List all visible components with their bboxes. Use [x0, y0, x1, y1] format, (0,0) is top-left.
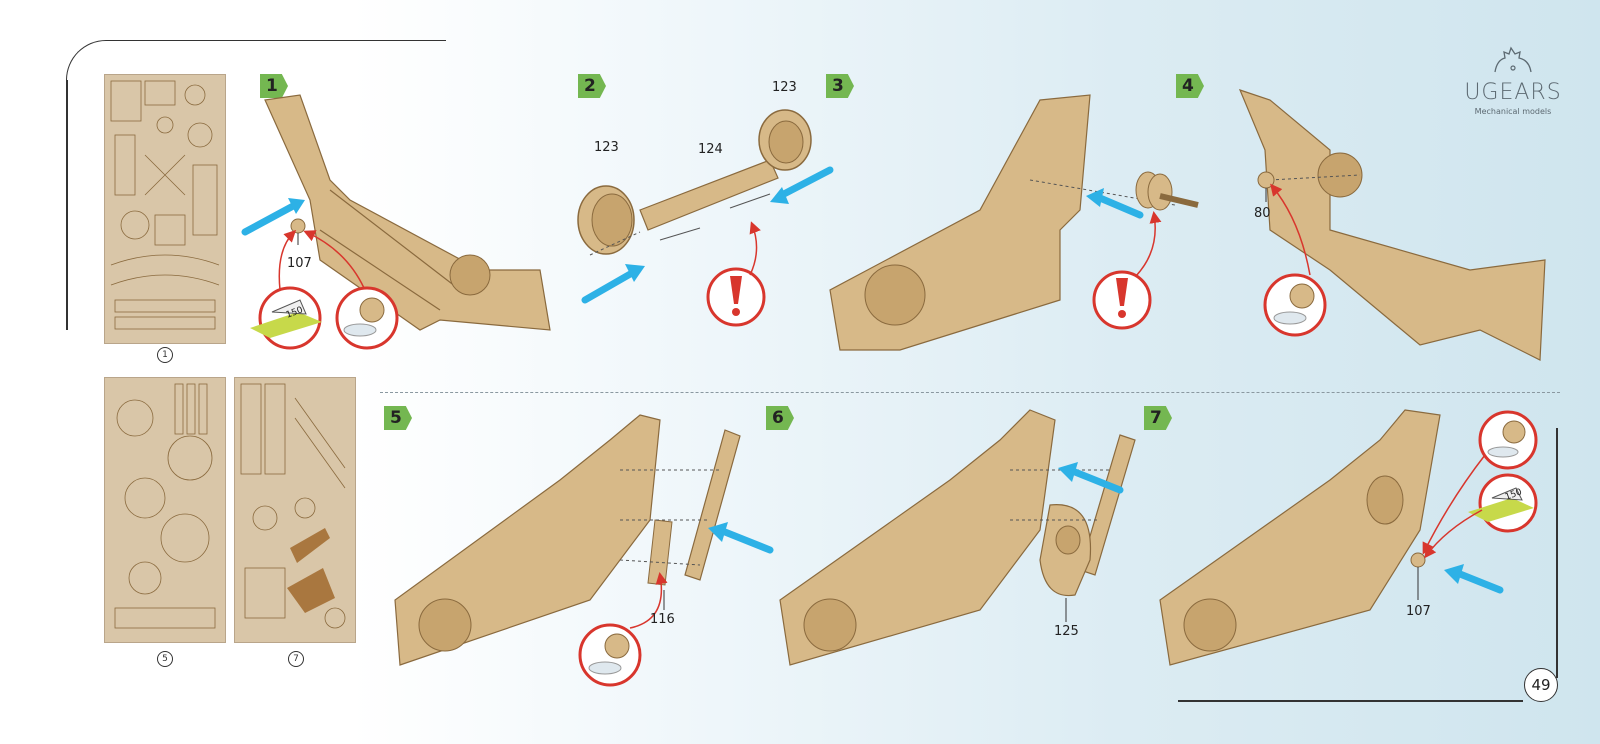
sheet-number-5: 5: [157, 651, 173, 667]
sheet-pattern: [240, 383, 346, 629]
step-badge-3: 3: [826, 74, 854, 98]
frame-bottom-line: [1178, 700, 1523, 702]
part-label-step2-123-right: 123: [772, 80, 797, 95]
section-divider: [380, 392, 1560, 393]
step-7-illustration: [1159, 409, 1538, 666]
step-6-illustration: [779, 409, 1136, 666]
step-5-illustration: [394, 414, 774, 687]
brand-name: UGEARS: [1464, 80, 1562, 105]
step-2-illustration: [577, 109, 834, 327]
step-4-illustration: [1238, 89, 1546, 361]
parts-sheet-7: [234, 377, 356, 643]
frame-left-line: [66, 80, 68, 330]
step-badge-7: 7: [1144, 406, 1172, 430]
step-badge-5: 5: [384, 406, 412, 430]
sheet-pattern: [114, 383, 216, 629]
sheet-pattern: [110, 80, 220, 330]
page-number: 49: [1524, 668, 1558, 702]
gear-outline-icon: [1494, 46, 1532, 73]
brand-logo: UGEARS Mechanical models: [1448, 46, 1578, 116]
frame-top-line: [106, 40, 446, 41]
parts-sheet-5: [104, 377, 226, 643]
sheet-number-1: 1: [157, 347, 173, 363]
sheet-number-7: 7: [288, 651, 304, 667]
step-badge-4: 4: [1176, 74, 1204, 98]
part-label-step1-107: 107: [287, 256, 312, 271]
part-label-step5-116: 116: [650, 612, 675, 627]
part-label-step2-123-left: 123: [594, 140, 619, 155]
part-label-step6-125: 125: [1054, 624, 1079, 639]
step-badge-2: 2: [578, 74, 606, 98]
step-badge-6: 6: [766, 406, 794, 430]
parts-sheet-1: [104, 74, 226, 344]
step-badge-1: 1: [260, 74, 288, 98]
part-label-step7-107: 107: [1406, 604, 1431, 619]
step-3-illustration: [829, 94, 1199, 351]
part-label-step4-80: 80: [1254, 206, 1271, 221]
brand-tagline: Mechanical models: [1474, 107, 1552, 116]
frame-right-line: [1556, 428, 1558, 678]
step-1-illustration: [241, 94, 551, 350]
part-label-step2-124: 124: [698, 142, 723, 157]
